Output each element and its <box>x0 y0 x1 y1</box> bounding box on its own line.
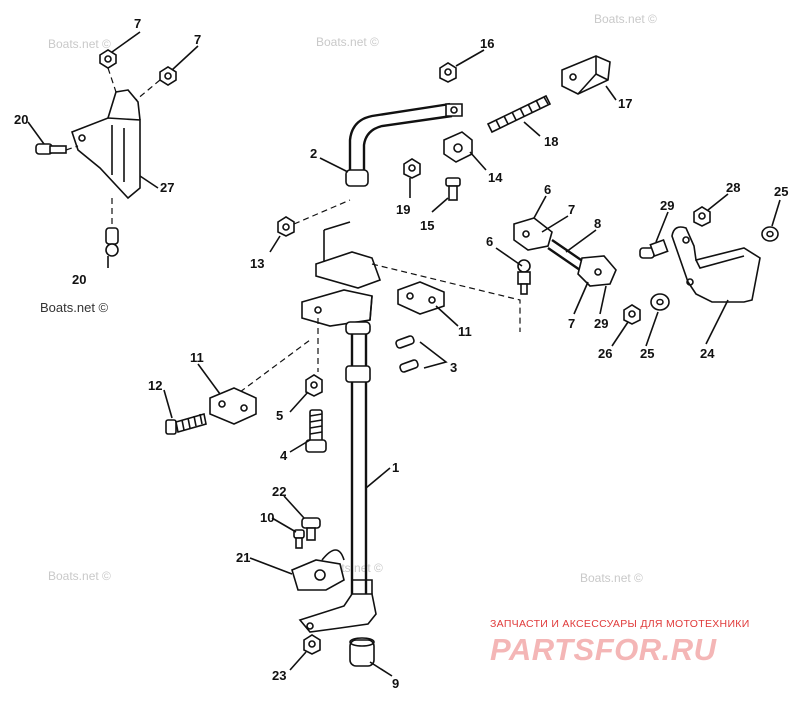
pins-3 <box>395 335 448 373</box>
guide-line <box>371 263 521 332</box>
ball-stud-6 <box>517 259 531 295</box>
callout-7: 7 <box>568 316 575 331</box>
watermark: Boats.net © <box>48 37 111 51</box>
washer-25-bottom <box>650 293 670 311</box>
callout-29: 29 <box>660 198 674 213</box>
callout-12: 12 <box>148 378 162 393</box>
callout-9: 9 <box>392 676 399 691</box>
guide-line <box>293 199 351 225</box>
watermark: Boats.net © <box>316 35 379 49</box>
stud-20-top <box>35 143 79 155</box>
clip-11-upper <box>397 281 445 315</box>
nut-26 <box>623 304 641 325</box>
callout-27: 27 <box>160 180 174 195</box>
nut-28 <box>693 206 711 227</box>
callout-21: 21 <box>236 550 250 565</box>
watermark: Boats.net © <box>594 12 657 26</box>
callout-13: 13 <box>250 256 264 271</box>
guide-line <box>239 339 311 393</box>
lever-mount <box>301 221 382 327</box>
callout-5: 5 <box>276 408 283 423</box>
bushing-9 <box>349 637 375 667</box>
nut-7-left <box>99 49 117 69</box>
shaft-1 <box>345 321 371 610</box>
bracket-24 <box>671 226 761 303</box>
callout-7: 7 <box>134 16 141 31</box>
stud-29-right <box>639 238 669 259</box>
callout-23: 23 <box>272 668 286 683</box>
nut-13 <box>277 216 295 237</box>
brand-logo: PARTSFOR.RU <box>490 632 718 667</box>
callout-14: 14 <box>488 170 503 185</box>
nut-7-right <box>159 66 177 86</box>
link-14 <box>443 131 473 163</box>
callout-6: 6 <box>486 234 493 249</box>
nut-23 <box>303 634 321 655</box>
screw-22 <box>301 517 321 541</box>
bolt-4 <box>305 409 327 453</box>
bracket-27 <box>71 89 141 200</box>
callout-17: 17 <box>618 96 632 111</box>
callout-19: 19 <box>396 202 410 217</box>
callout-20: 20 <box>72 272 86 287</box>
guide-line <box>107 67 117 93</box>
watermark: Boats.net © <box>580 571 643 585</box>
callout-4: 4 <box>280 448 288 463</box>
callout-6: 6 <box>544 182 551 197</box>
callout-15: 15 <box>420 218 434 233</box>
rod-end-17 <box>561 55 611 95</box>
stud-20-bottom <box>105 198 119 257</box>
callout-labels: 7 7 20 20 27 16 17 18 2 14 19 15 13 6 7 … <box>14 16 788 691</box>
callout-1: 1 <box>392 460 399 475</box>
guide-line <box>135 79 161 101</box>
callout-18: 18 <box>544 134 558 149</box>
callout-29: 29 <box>594 316 608 331</box>
nut-19 <box>403 158 421 179</box>
brand-tagline: ЗАПЧАСТИ И АКСЕССУАРЫ ДЛЯ МОТОТЕХНИКИ <box>490 618 750 630</box>
cam-21 <box>291 549 345 591</box>
clip-11-lower <box>209 387 257 425</box>
washer-25-top <box>761 226 779 242</box>
nut-16 <box>439 62 457 83</box>
callout-11: 11 <box>190 350 204 365</box>
watermark: Boats.net © <box>40 300 109 315</box>
callout-10: 10 <box>260 510 274 525</box>
callout-8: 8 <box>594 216 601 231</box>
callout-20: 20 <box>14 112 28 127</box>
lever-arm-2 <box>345 102 463 187</box>
leader-lines <box>27 31 781 677</box>
callout-7: 7 <box>194 32 201 47</box>
callout-16: 16 <box>480 36 494 51</box>
screw-15 <box>445 177 461 201</box>
lower-arm <box>298 579 377 633</box>
callout-7: 7 <box>568 202 575 217</box>
callout-3: 3 <box>450 360 457 375</box>
callout-28: 28 <box>726 180 740 195</box>
callout-11: 11 <box>458 324 472 339</box>
screw-10 <box>293 529 305 549</box>
nut-5 <box>305 374 323 397</box>
threaded-rod-18 <box>486 94 552 134</box>
watermark: Boats.net © <box>48 569 111 583</box>
screw-12 <box>165 412 207 435</box>
callout-25: 25 <box>640 346 654 361</box>
callout-26: 26 <box>598 346 612 361</box>
callout-2: 2 <box>310 146 317 161</box>
callout-25: 25 <box>774 184 788 199</box>
callout-24: 24 <box>700 346 715 361</box>
callout-22: 22 <box>272 484 286 499</box>
